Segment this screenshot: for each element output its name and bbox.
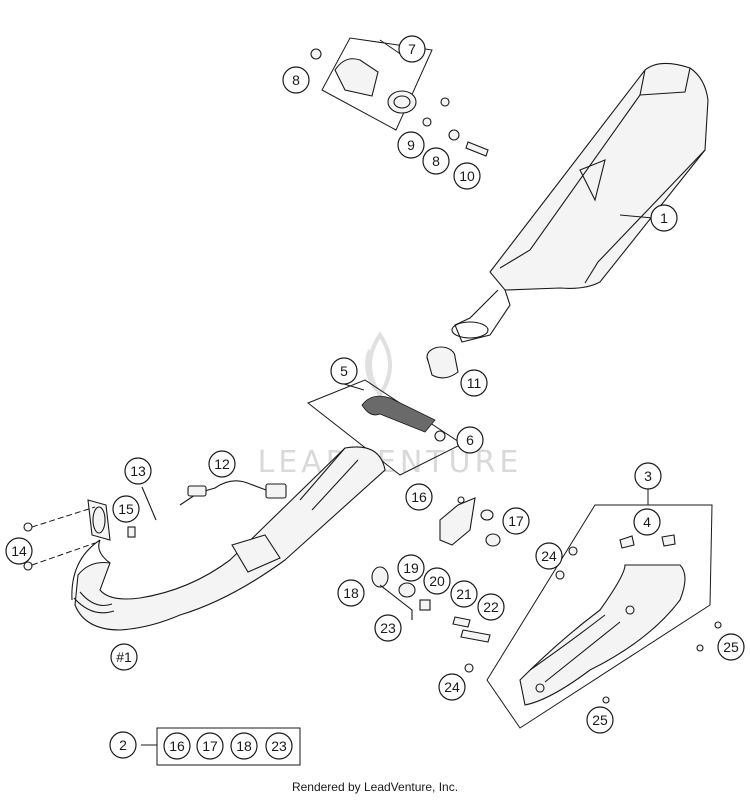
bracket-part[interactable] [439,496,501,547]
svg-text:9: 9 [407,137,415,153]
svg-text:21: 21 [456,586,472,602]
callout-23[interactable]: 23 [374,614,402,642]
svg-text:13: 13 [130,463,146,479]
callout-4[interactable]: 4 [633,508,661,536]
callout-15[interactable]: 15 [112,495,140,523]
svg-text:23: 23 [271,738,287,754]
callout-11[interactable]: 11 [460,369,488,397]
callout-24[interactable]: 24 [535,542,563,570]
callout-20[interactable]: 20 [423,567,451,595]
footer-credit: Rendered by LeadVenture, Inc. [291,780,459,794]
svg-text:1: 1 [660,210,668,226]
svg-text:17: 17 [202,738,218,754]
clamp-kit-part[interactable] [321,37,433,131]
callout-22[interactable]: 22 [477,593,505,621]
bolt-part[interactable] [310,48,489,157]
callout-8[interactable]: 8 [282,66,310,94]
svg-text:8: 8 [292,72,300,88]
svg-text:25: 25 [592,712,608,728]
callout-10[interactable]: 10 [453,162,481,190]
svg-text:19: 19 [403,560,419,576]
svg-text:#1: #1 [116,649,132,665]
watermark-text: LEADVENTURE [258,445,523,480]
svg-text:25: 25 [723,639,739,655]
callout-7[interactable]: 7 [398,35,426,63]
callout-6[interactable]: 6 [456,426,484,454]
silencer-part[interactable] [451,62,709,343]
callout-25[interactable]: 25 [717,633,745,661]
sleeve-part[interactable] [426,346,459,379]
svg-text:12: 12 [214,456,230,472]
callout-3[interactable]: 3 [634,462,662,490]
svg-text:16: 16 [411,489,427,505]
callout-24[interactable]: 24 [438,673,466,701]
svg-text:14: 14 [11,543,27,559]
damper-part[interactable] [371,566,491,643]
svg-text:8: 8 [432,153,440,169]
callout-2[interactable]: 2 [109,731,137,759]
callout-header-pipe[interactable]: #1 [110,643,138,671]
svg-text:2: 2 [119,737,127,753]
callout-16[interactable]: 16 [405,483,433,511]
kit-item-18[interactable]: 18 [230,732,258,760]
callout-14[interactable]: 14 [5,537,33,565]
heat-shield-part[interactable] [486,504,713,729]
svg-text:16: 16 [169,738,185,754]
callout-18[interactable]: 18 [337,579,365,607]
oxygen-sensor-part[interactable] [179,480,287,506]
callout-19[interactable]: 19 [397,554,425,582]
gasket-kit-box [156,727,301,766]
svg-text:10: 10 [459,168,475,184]
svg-text:15: 15 [118,501,134,517]
callout-8[interactable]: 8 [422,147,450,175]
svg-text:24: 24 [541,548,557,564]
callout-21[interactable]: 21 [450,580,478,608]
svg-text:23: 23 [380,620,396,636]
callout-12[interactable]: 12 [208,450,236,478]
svg-text:22: 22 [483,599,499,615]
callout-25[interactable]: 25 [586,706,614,734]
svg-text:24: 24 [444,679,460,695]
svg-text:11: 11 [467,375,482,391]
svg-text:17: 17 [508,513,524,529]
svg-text:18: 18 [343,585,359,601]
kit-item-16[interactable]: 16 [163,732,191,760]
kit-item-23[interactable]: 23 [265,732,293,760]
gasket-part[interactable] [23,486,157,571]
svg-text:4: 4 [643,514,651,530]
svg-text:5: 5 [340,363,348,379]
callout-13[interactable]: 13 [124,457,152,485]
svg-text:6: 6 [466,432,474,448]
callout-17[interactable]: 17 [502,507,530,535]
kit-item-17[interactable]: 17 [196,732,224,760]
svg-text:7: 7 [408,41,416,57]
callout-1[interactable]: 1 [650,204,678,232]
callout-5[interactable]: 5 [330,357,358,385]
svg-text:18: 18 [236,738,252,754]
svg-text:20: 20 [429,573,445,589]
screw-part[interactable] [464,546,722,704]
header-pipe-part[interactable] [71,446,386,631]
callout-9[interactable]: 9 [397,131,425,159]
svg-text:3: 3 [644,468,652,484]
